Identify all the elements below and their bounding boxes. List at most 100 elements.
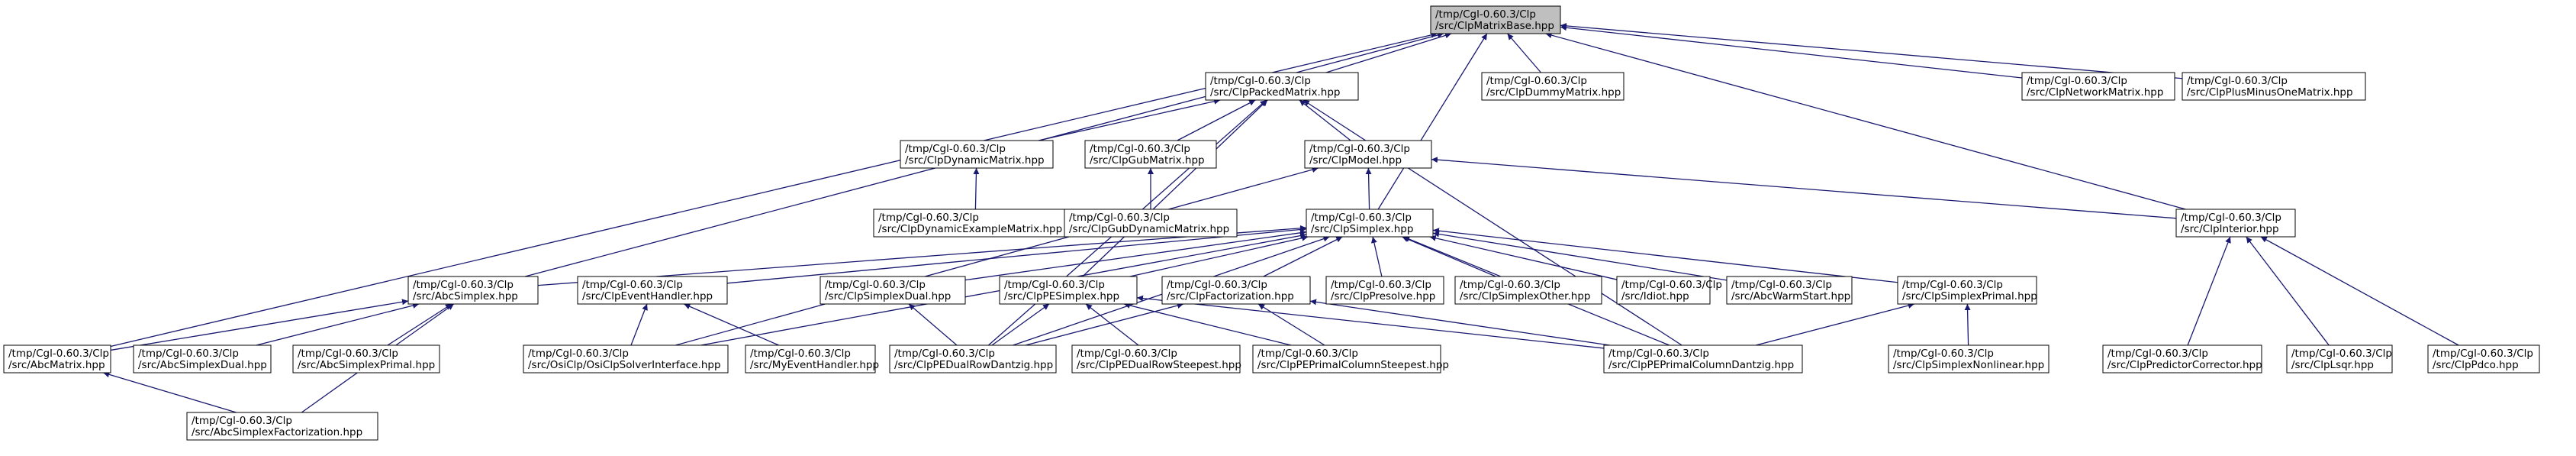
edge-arrow [1263,236,1343,277]
file-node[interactable]: /tmp/Cgl-0.60.3/Clp/src/ClpGubDynamicMat… [1064,209,1238,238]
edge-n19-to-n10 [1429,234,1618,280]
file-node[interactable]: /tmp/Cgl-0.60.3/Clp/src/ClpDynamicExampl… [873,209,1077,238]
node-label-line2: /src/ClpFactorization.hpp [1167,290,1294,302]
root-node: /tmp/Cgl-0.60.3/Clp/src/ClpMatrixBase.hp… [1430,5,1561,34]
node-label-line1: /tmp/Cgl-0.60.3/Clp [413,279,514,291]
file-node[interactable]: /tmp/Cgl-0.60.3/Clp/src/ClpPEPrimalColum… [1252,344,1449,374]
file-node[interactable]: /tmp/Cgl-0.60.3/Clp/src/OsiClp/OsiClpSol… [523,344,729,374]
node-box [2021,72,2175,101]
file-node[interactable]: /tmp/Cgl-0.60.3/Clp/src/AbcMatrix.hpp [3,344,111,374]
file-node[interactable]: /tmp/Cgl-0.60.3/Clp/src/ClpPEDualRowStee… [1071,344,1241,374]
file-node[interactable]: /tmp/Cgl-0.60.3/Clp/src/ClpPackedMatrix.… [1205,72,1359,101]
edge-n33-to-n15 [1136,295,1605,349]
file-node[interactable]: /tmp/Cgl-0.60.3/Clp/src/AbcSimplexFactor… [186,412,378,441]
file-node[interactable]: /tmp/Cgl-0.60.3/Clp/src/ClpSimplex.hpp [1306,209,1434,238]
file-node[interactable]: /tmp/Cgl-0.60.3/Clp/src/ClpSimplexNonlin… [1888,344,2050,374]
node-box [1306,209,1434,238]
node-label-line1: /tmp/Cgl-0.60.3/Clp [1210,75,1311,87]
edge-arrow [1365,167,1372,210]
file-node[interactable]: /tmp/Cgl-0.60.3/Clp/src/ClpSimplexPrimal… [1897,276,2037,305]
file-node[interactable]: /tmp/Cgl-0.60.3/Clp/src/ClpPEPrimalColum… [1603,344,1803,374]
edge-n26-to-n12 [256,302,420,346]
file-node[interactable]: /tmp/Cgl-0.60.3/Clp/src/Idiot.hpp [1616,276,1722,305]
node-label-line1: /tmp/Cgl-0.60.3/Clp [2433,348,2533,360]
edge-arrow [1325,32,1452,73]
node-box [1084,140,1217,169]
node-label-line1: /tmp/Cgl-0.60.3/Clp [528,348,629,360]
file-node[interactable]: /tmp/Cgl-0.60.3/Clp/src/ClpSimplexOther.… [1454,276,1602,305]
node-label-line1: /tmp/Cgl-0.60.3/Clp [1167,279,1267,291]
file-node[interactable]: /tmp/Cgl-0.60.3/Clp/src/ClpDummyMatrix.h… [1481,72,1624,101]
file-node[interactable]: /tmp/Cgl-0.60.3/Clp/src/ClpPdco.hpp [2427,344,2540,374]
edge-arrow [1560,22,2183,79]
edge-arrow [1309,299,1610,346]
file-node[interactable]: /tmp/Cgl-0.60.3/Clp/src/ClpPresolve.hpp [1325,276,1444,305]
file-node[interactable]: /tmp/Cgl-0.60.3/Clp/src/ClpGubMatrix.hpp [1084,140,1217,169]
node-label-line1: /tmp/Cgl-0.60.3/Clp [1090,143,1190,155]
edge-arrow [537,225,1307,286]
node-label-line1: /tmp/Cgl-0.60.3/Clp [1902,279,2003,291]
node-label-line1: /tmp/Cgl-0.60.3/Clp [905,143,1006,155]
edge-n14-to-n10 [964,229,1307,281]
edge-arrow [1756,302,1914,346]
node-label-line1: /tmp/Cgl-0.60.3/Clp [878,212,979,224]
node-label-line1: /tmp/Cgl-0.60.3/Clp [2027,75,2127,87]
edge-n29-to-n13 [684,303,779,346]
edge-arrow [964,229,1307,281]
edge-arrow [2260,236,2459,346]
node-label-line2: /src/ClpModel.hpp [1309,154,1402,167]
edge-n11-to-n7 [1431,157,2177,219]
file-node[interactable]: /tmp/Cgl-0.60.3/Clp/src/AbcSimplexDual.h… [133,344,272,374]
node-box [900,140,1054,169]
file-node[interactable]: /tmp/Cgl-0.60.3/Clp/src/ClpPredictorCorr… [2102,344,2262,374]
file-node[interactable]: /tmp/Cgl-0.60.3/Clp/src/AbcSimplex.hpp [407,276,539,305]
node-box [745,344,876,374]
edge-arrow [1299,99,1351,141]
edge-arrow [1136,295,1605,349]
file-node[interactable]: /tmp/Cgl-0.60.3/Clp/src/ClpPESimplex.hpp [999,276,1138,305]
file-node[interactable]: /tmp/Cgl-0.60.3/Clp/src/AbcSimplexPrimal… [292,344,440,374]
edge-n35-to-n25 [103,371,237,413]
file-node[interactable]: /tmp/Cgl-0.60.3/Clp/src/ClpEventHandler.… [577,276,728,305]
edge-arrow [1432,231,1728,281]
edge-n32-to-n15 [1123,302,1292,346]
edge-arrow [256,302,420,346]
file-node[interactable]: /tmp/Cgl-0.60.3/Clp/src/MyEventHandler.h… [745,344,879,374]
file-node[interactable]: /tmp/Cgl-0.60.3/Clp/src/ClpNetworkMatrix… [2021,72,2175,101]
edge-n28-to-n7 [675,167,1319,346]
node-box [1205,72,1359,101]
node-label-line1: /tmp/Cgl-0.60.3/Clp [192,415,292,427]
file-node[interactable]: /tmp/Cgl-0.60.3/Clp/src/ClpLsqr.hpp [2286,344,2393,374]
node-label-line1: /tmp/Cgl-0.60.3/Clp [1486,75,1587,87]
node-label-line1: /tmp/Cgl-0.60.3/Clp [2181,212,2281,224]
file-node[interactable]: /tmp/Cgl-0.60.3/Clp/src/AbcWarmStart.hpp [1726,276,1853,305]
edge-n5-to-n1 [1038,98,1221,141]
node-label-line2: /src/ClpSimplexNonlinear.hpp [1893,359,2044,371]
node-label-line2: /src/ClpPEDualRowDantzig.hpp [894,359,1053,371]
node-box [1888,344,2050,374]
file-node[interactable]: /tmp/Cgl-0.60.3/Clp/src/ClpModel.hpp [1304,140,1432,169]
file-node[interactable]: /tmp/Cgl-0.60.3/Clp/src/ClpPEDualRowDant… [889,344,1057,374]
node-box [1726,276,1853,305]
file-node[interactable]: /tmp/Cgl-0.60.3/Clp/src/ClpPlusMinusOneM… [2182,72,2366,101]
node-box [1304,140,1432,169]
file-node[interactable]: /tmp/Cgl-0.60.3/Clp/src/ClpDynamicMatrix… [900,140,1054,169]
edge-n34-to-n21 [1964,303,1971,346]
file-node[interactable]: /tmp/Cgl-0.60.3/Clp/src/ClpSimplexDual.h… [819,276,966,305]
node-box [1161,276,1311,305]
file-node[interactable]: /tmp/Cgl-0.60.3/Clp/src/ClpInterior.hpp [2175,209,2296,238]
edge-n7-to-n1 [1299,99,1351,141]
node-label-line2: /src/AbcSimplexFactorization.hpp [192,426,362,438]
edge-n24-to-n11 [2260,236,2459,346]
node-label-line1: /tmp/Cgl-0.60.3/Clp [1893,348,1994,360]
node-label-line2: /src/ClpPESimplex.hpp [1004,290,1119,302]
edge-n1-to-n0 [1325,32,1452,73]
file-node[interactable]: /tmp/Cgl-0.60.3/Clp/src/ClpFactorization… [1161,276,1311,305]
edge-n20-to-n10 [1432,231,1728,281]
edge-arrow [1964,303,1971,346]
node-label-line2: /src/ClpNetworkMatrix.hpp [2027,86,2163,99]
node-label-line2: /src/ClpPredictorCorrector.hpp [2107,359,2262,371]
node-label-line2: /src/AbcWarmStart.hpp [1731,290,1850,302]
node-box [819,276,966,305]
node-box [1252,344,1441,374]
